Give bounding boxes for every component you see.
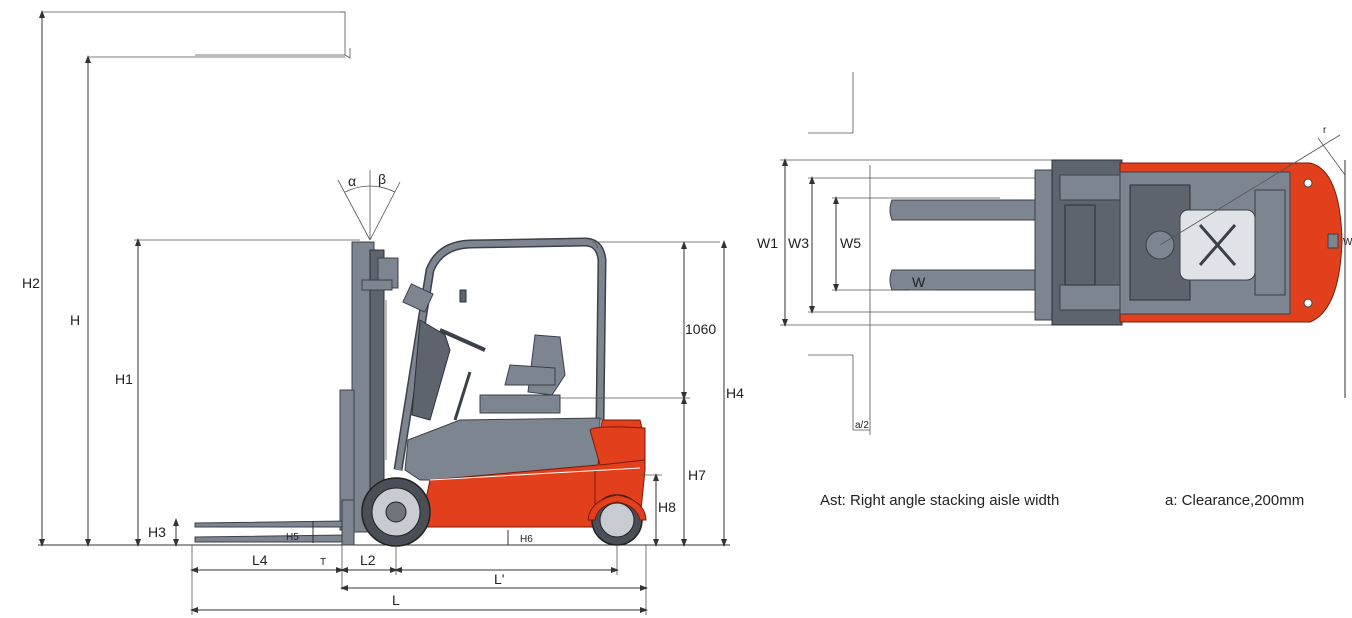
h7-label: H7 <box>688 467 706 483</box>
h-label: H <box>70 312 80 328</box>
overhead-1060-label: 1060 <box>685 321 716 337</box>
w3-label: W3 <box>788 235 809 251</box>
alpha-label: α <box>348 173 356 189</box>
rear-wheel <box>587 494 647 546</box>
h6-label: H6 <box>520 534 533 545</box>
w-label: W <box>912 274 926 290</box>
l-label: L <box>392 592 400 608</box>
front-wheel <box>361 477 431 547</box>
a-half-label: a/2 <box>855 420 869 431</box>
l2-label: L2 <box>360 552 376 568</box>
lowered-forks <box>194 499 355 546</box>
legend-ast: Ast: Right angle stacking aisle width <box>820 492 1060 509</box>
w5-label: W5 <box>840 235 861 251</box>
top-carriage <box>1034 169 1054 321</box>
t-label: T <box>320 557 326 568</box>
h3-label: H3 <box>148 524 166 540</box>
h2-label: H2 <box>22 275 40 291</box>
tilt-angle: α β <box>337 170 401 241</box>
h4-label: H4 <box>726 385 744 401</box>
h8-label: H8 <box>658 499 676 515</box>
l-prime-label: L' <box>494 571 504 587</box>
operator-area <box>402 283 566 421</box>
beta-label: β <box>378 171 386 187</box>
h5-label: H5 <box>286 532 299 543</box>
w1-label: W1 <box>757 235 778 251</box>
truck-body <box>404 417 646 528</box>
raised-forks <box>42 11 351 59</box>
h1-label: H1 <box>115 371 133 387</box>
mast <box>339 241 399 533</box>
overhead-guard <box>393 237 720 471</box>
top-body <box>1119 162 1343 323</box>
legend-clearance: a: Clearance,200mm <box>1165 492 1305 509</box>
wa-label: W <box>1343 237 1352 248</box>
top-forks: W <box>889 199 1041 291</box>
side-view: H2 H H1 H3 α β <box>22 10 744 615</box>
l4-label: L4 <box>252 552 268 568</box>
top-view: a/2 W1 W3 W5 W <box>757 72 1352 435</box>
r-label: r <box>1323 125 1327 136</box>
